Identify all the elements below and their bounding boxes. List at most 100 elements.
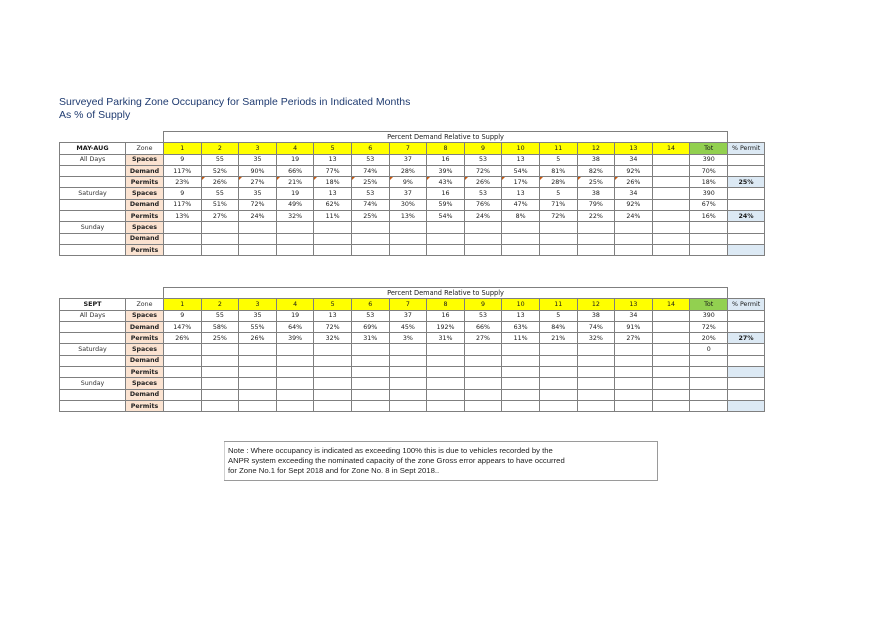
data-cell: 192% bbox=[426, 320, 465, 334]
row-label-demand: Demand bbox=[125, 164, 164, 178]
data-cell: 53 bbox=[463, 153, 503, 166]
table-row: Permits bbox=[59, 243, 766, 257]
data-cell: 37 bbox=[388, 187, 428, 200]
data-cell: 27% bbox=[200, 210, 240, 223]
title-line-2: As % of Supply bbox=[59, 109, 131, 121]
data-cell bbox=[200, 243, 240, 257]
row-label-spaces: Spaces bbox=[125, 343, 164, 356]
data-cell: 25% bbox=[576, 176, 616, 189]
blank-cell bbox=[728, 132, 765, 143]
data-cell: 27% bbox=[614, 332, 653, 345]
permit-cell: 24% bbox=[727, 210, 766, 223]
data-cell bbox=[275, 343, 315, 356]
data-cell bbox=[350, 243, 390, 257]
permit-cell bbox=[727, 232, 766, 245]
data-cell bbox=[200, 343, 240, 356]
data-cell bbox=[614, 243, 653, 257]
data-cell: 3% bbox=[388, 332, 428, 345]
data-cell bbox=[350, 343, 390, 356]
zone-header-3: 3 bbox=[238, 142, 277, 155]
group-spacer bbox=[59, 165, 126, 178]
data-cell: 16 bbox=[426, 309, 465, 322]
data-cell bbox=[275, 388, 315, 401]
data-cell: 72% bbox=[313, 320, 352, 334]
row-label-demand: Demand bbox=[125, 320, 164, 334]
data-cell bbox=[275, 221, 315, 234]
data-cell bbox=[463, 343, 503, 356]
data-cell bbox=[313, 366, 352, 379]
row-label-spaces: Spaces bbox=[125, 309, 164, 322]
data-cell: 24% bbox=[238, 210, 277, 223]
data-cell bbox=[350, 377, 390, 390]
data-cell: 9 bbox=[163, 309, 202, 322]
data-cell bbox=[275, 399, 315, 413]
data-cell bbox=[538, 243, 578, 257]
data-cell bbox=[689, 388, 729, 401]
data-cell bbox=[238, 399, 277, 413]
data-cell: 43% bbox=[426, 176, 465, 189]
data-cell bbox=[163, 343, 202, 356]
data-cell: 5 bbox=[538, 309, 578, 322]
data-cell: 77% bbox=[313, 164, 352, 178]
data-cell bbox=[426, 343, 465, 356]
day-group-label: Saturday bbox=[59, 187, 126, 200]
permit-cell bbox=[727, 243, 766, 257]
data-cell bbox=[614, 354, 653, 368]
data-cell bbox=[275, 354, 315, 368]
zone-header-13: 13 bbox=[614, 298, 653, 311]
group-spacer bbox=[59, 366, 126, 379]
data-cell bbox=[238, 388, 277, 401]
group-spacer bbox=[59, 332, 126, 345]
data-cell bbox=[538, 366, 578, 379]
data-cell: 390 bbox=[689, 309, 729, 322]
permit-cell bbox=[727, 366, 766, 379]
data-cell bbox=[576, 354, 616, 368]
data-cell: 74% bbox=[350, 198, 390, 212]
data-cell: 32% bbox=[275, 210, 315, 223]
data-cell bbox=[501, 399, 540, 413]
data-cell: 22% bbox=[576, 210, 616, 223]
zone-header-3: 3 bbox=[238, 298, 277, 311]
data-cell bbox=[501, 388, 540, 401]
data-cell: 62% bbox=[313, 198, 352, 212]
data-cell bbox=[651, 176, 691, 189]
blank-cell bbox=[126, 132, 164, 143]
data-cell: 17% bbox=[501, 176, 540, 189]
data-cell bbox=[426, 221, 465, 234]
page-title: Surveyed Parking Zone Occupancy for Samp… bbox=[59, 96, 410, 122]
data-cell: 82% bbox=[576, 164, 616, 178]
data-cell: 64% bbox=[275, 320, 315, 334]
data-cell bbox=[200, 388, 240, 401]
data-cell bbox=[689, 232, 729, 245]
data-cell: 5 bbox=[538, 187, 578, 200]
row-label-spaces: Spaces bbox=[125, 187, 164, 200]
data-cell: 92% bbox=[614, 164, 653, 178]
permit-cell bbox=[727, 377, 766, 390]
data-cell bbox=[313, 354, 352, 368]
data-cell: 13 bbox=[313, 187, 352, 200]
permit-cell bbox=[727, 309, 766, 322]
data-cell: 34 bbox=[614, 187, 653, 200]
zone-header-12: 12 bbox=[576, 298, 616, 311]
data-cell bbox=[501, 377, 540, 390]
data-cell bbox=[426, 399, 465, 413]
data-cell: 26% bbox=[614, 176, 653, 189]
data-cell bbox=[614, 388, 653, 401]
data-cell bbox=[275, 243, 315, 257]
data-cell: 31% bbox=[426, 332, 465, 345]
title-line-1: Surveyed Parking Zone Occupancy for Samp… bbox=[59, 96, 411, 108]
data-cell bbox=[275, 366, 315, 379]
data-cell bbox=[350, 354, 390, 368]
data-cell: 30% bbox=[388, 198, 428, 212]
data-cell bbox=[689, 377, 729, 390]
data-cell: 19 bbox=[275, 187, 315, 200]
data-cell bbox=[689, 399, 729, 413]
data-cell bbox=[538, 388, 578, 401]
data-cell: 35 bbox=[238, 153, 277, 166]
data-cell bbox=[651, 354, 691, 368]
row-label-demand: Demand bbox=[125, 198, 164, 212]
data-cell: 91% bbox=[614, 320, 653, 334]
